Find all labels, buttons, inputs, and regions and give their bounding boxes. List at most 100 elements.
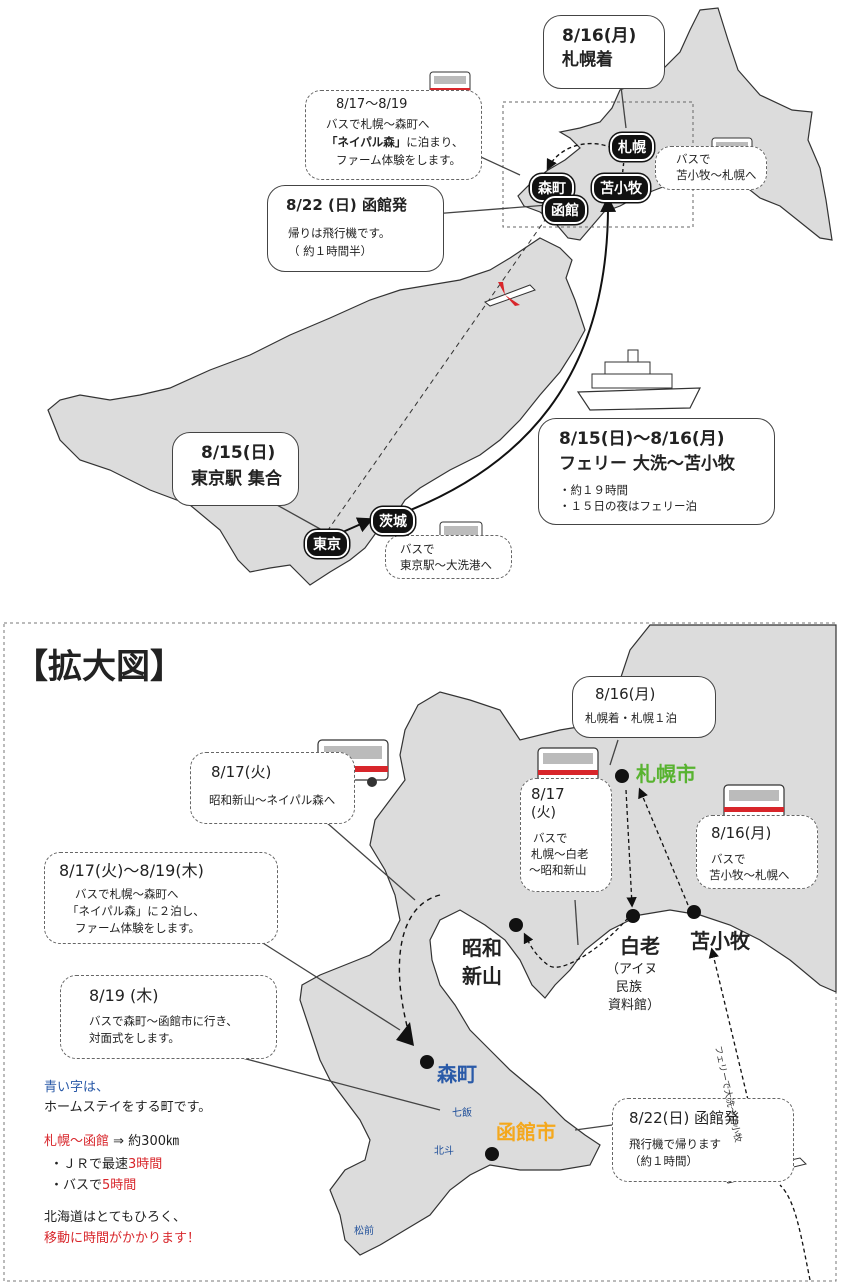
- note-blue-1: 青い字は、: [44, 1080, 110, 1095]
- date-label: 8/15(日)〜8/16(月): [559, 429, 725, 449]
- date-label: 8/16(月): [711, 824, 772, 842]
- bubble-0817-0819: 8/17(火)〜8/19(木) バスで札幌〜森町へ 「ネイパル森」に２泊し、 フ…: [44, 852, 278, 944]
- date-label: 8/22(日) 函館発: [629, 1109, 740, 1127]
- highlight-text: 「ネイパル森」: [326, 135, 407, 149]
- pill-sapporo: 札幌: [610, 133, 654, 161]
- date-label: 8/17: [531, 785, 565, 803]
- bubble-ferry: 8/15(日)〜8/16(月) フェリー 大洗〜苫小牧 ・約１９時間 ・１５日の…: [538, 418, 775, 525]
- place-matsumae: 松前: [354, 1226, 374, 1237]
- text-line: 苫小牧〜札幌へ: [676, 168, 757, 182]
- text-line: 昭和新山〜ネイパル森へ: [209, 793, 336, 807]
- note-jr: ・ＪＲで最速3時間: [50, 1157, 162, 1173]
- note-blue-2: ホームステイをする町です。: [44, 1100, 212, 1115]
- text-line: （ 約１時間半）: [288, 244, 373, 258]
- city-shiraoi: 白老: [620, 934, 660, 958]
- text-line: バスで札幌〜森町へ: [75, 887, 179, 901]
- showa-morimachi-route: [398, 894, 441, 1031]
- city-showa-1: 昭和: [462, 936, 502, 960]
- bus-icon-enlarged-3: [723, 784, 785, 822]
- bubble-hakodate-depart: 8/22 (日) 函館発 帰りは飛行機です。 （ 約１時間半）: [267, 185, 444, 272]
- pill-tokyo: 東京: [305, 530, 349, 558]
- text-line: 飛行機で帰ります: [629, 1137, 721, 1151]
- note-wide-1: 北海道はとてもひろく、: [44, 1210, 186, 1225]
- place-nanae: 七飯: [452, 1108, 472, 1119]
- bus-value: 5時間: [102, 1178, 137, 1193]
- place-hokuto: 北斗: [434, 1146, 454, 1157]
- ainu-line-1: （アイヌ: [606, 962, 658, 977]
- date-label: 8/16(月): [595, 685, 656, 703]
- city-tomakomai: 苫小牧: [690, 929, 750, 953]
- ainu-line-3: 資料館）: [608, 998, 661, 1013]
- note-bus: ・バスで5時間: [50, 1178, 136, 1194]
- morimachi-arrowhead: [396, 1022, 414, 1046]
- text-line: 東京駅〜大洗港へ: [400, 558, 492, 572]
- text-line: （約１時間）: [629, 1154, 698, 1168]
- date-label: 8/16(月): [562, 26, 637, 46]
- text-line: 〜昭和新山: [529, 863, 587, 877]
- distance-route: 札幌〜函館: [44, 1134, 110, 1149]
- text-line: 札幌着・札幌１泊: [585, 711, 677, 725]
- bubble-bus-tomakomai: バスで 苫小牧〜札幌へ: [655, 146, 767, 190]
- distance-value: ⇒ 約300㎞: [109, 1134, 179, 1149]
- text-line: バスで森町〜函館市に行き、: [89, 1014, 238, 1028]
- pill-hakodate: 函館: [543, 196, 587, 224]
- enlarged-map: [211, 624, 837, 1281]
- ferry-route-enlarged: [708, 947, 749, 1101]
- sapporo-shiraoi-route: [625, 789, 637, 908]
- text-line: バスで: [676, 152, 711, 166]
- text-line: バスで: [711, 852, 746, 866]
- place-label: フェリー 大洗〜苫小牧: [559, 454, 735, 474]
- dot-showa: [509, 918, 523, 932]
- text-line: 対面式をします。: [89, 1031, 180, 1045]
- text-line: ファーム体験をします。: [336, 153, 462, 167]
- city-showa-2: 新山: [462, 964, 502, 988]
- pill-tomakomai: 苫小牧: [592, 174, 650, 202]
- text-line: バスで: [533, 831, 568, 845]
- ainu-line-2: 民族: [616, 980, 643, 995]
- bus-label: ・バスで: [50, 1178, 103, 1193]
- date-label: 8/17(火)〜8/19(木): [59, 861, 204, 880]
- text-line: ・約１９時間: [559, 483, 628, 497]
- text-line: 帰りは飛行機です。: [288, 226, 391, 240]
- pill-ibaraki: 茨城: [371, 507, 415, 535]
- text-line: 札幌〜白老: [531, 847, 589, 861]
- jr-label: ・ＪＲで最速: [50, 1157, 129, 1172]
- ferry-ship-icon: [576, 349, 701, 411]
- date-label: 8/17(火): [211, 763, 272, 781]
- bubble-0816: 8/16(月) 札幌着・札幌１泊: [572, 676, 716, 738]
- bubble-0822: 8/22(日) 函館発 飛行機で帰ります （約１時間）: [612, 1098, 794, 1182]
- text-line: ファーム体験をします。: [75, 921, 201, 935]
- hokkaido-enlarged-land: [299, 624, 837, 1256]
- dot-sapporo: [615, 769, 629, 783]
- plane-route-enlarged: [779, 1184, 811, 1281]
- bubble-sapporo-arrive: 8/16(月) 札幌着: [543, 15, 665, 89]
- place-label: 札幌着: [562, 50, 613, 70]
- dot-morimachi: [420, 1055, 434, 1069]
- city-morimachi: 森町: [437, 1062, 477, 1086]
- airplane-icon: [484, 282, 536, 307]
- jr-value: 3時間: [128, 1157, 163, 1172]
- city-sapporo: 札幌市: [636, 762, 696, 786]
- date-label: 8/15(日): [201, 443, 276, 463]
- dot-tomakomai: [687, 905, 701, 919]
- date-label: 8/17〜8/19: [336, 97, 408, 112]
- dot-shiraoi: [626, 909, 640, 923]
- bubble-0816b: 8/16(月) バスで 苫小牧〜札幌へ: [696, 815, 818, 889]
- day-label: (火): [531, 805, 556, 821]
- ferry-route: [394, 196, 617, 517]
- date-label: 8/22 (日) 函館発: [286, 196, 407, 214]
- text-line: 「ネイパル森」に２泊し、: [67, 904, 205, 918]
- shiraoi-showa-route: [523, 917, 629, 968]
- bubble-bus-tokyo: バスで 東京駅〜大洗港へ: [385, 535, 512, 579]
- bubble-0819: 8/19 (木) バスで森町〜函館市に行き、 対面式をします。: [60, 975, 277, 1059]
- text-line: ・１５日の夜はフェリー泊: [559, 499, 697, 513]
- date-label: 8/19 (木): [89, 986, 159, 1005]
- sapporo-morimachi-route: [546, 142, 613, 171]
- note-distance: 札幌〜函館 ⇒ 約300㎞: [44, 1134, 179, 1150]
- bubble-tokyo-meet: 8/15(日) 東京駅 集合: [172, 432, 299, 506]
- text-line: バスで: [400, 542, 435, 556]
- city-hakodate: 函館市: [496, 1120, 556, 1144]
- bubble-morimachi-stay: 8/17〜8/19 バスで札幌〜森町へ 「ネイパル森」に泊まり、 ファーム体験を…: [305, 90, 482, 180]
- enlarged-heading: 【拡大図】: [14, 647, 184, 687]
